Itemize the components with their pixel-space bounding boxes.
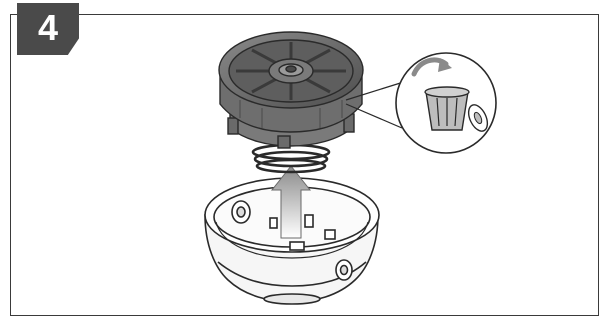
spool-icon [219,32,363,148]
